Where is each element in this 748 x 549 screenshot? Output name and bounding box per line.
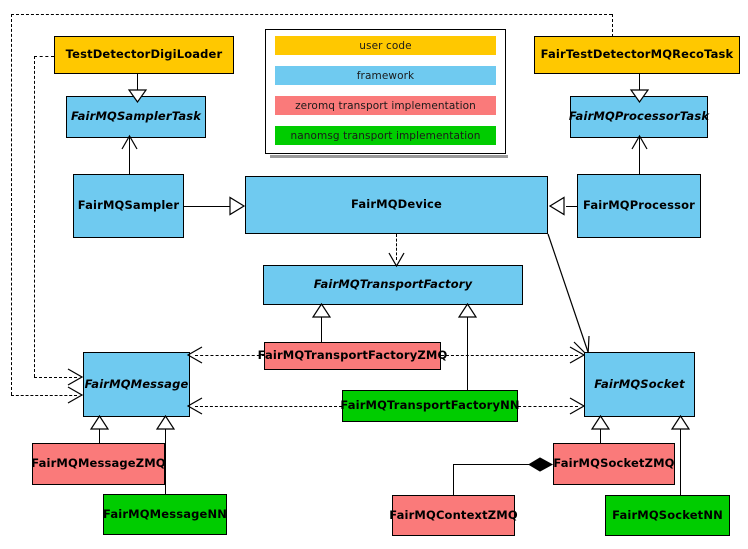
class-node-label: FairMQProcessor [583, 198, 695, 213]
class-node-label: FairMQTransportFactory [313, 277, 473, 292]
arrowhead-dependency-socket-nn [569, 397, 586, 415]
edge-tfzmq-message-line [195, 355, 265, 356]
class-node-label: FairMQMessageZMQ [31, 456, 166, 471]
edge-device-socket-line [547, 233, 590, 358]
class-node-fairmq-message-zmq[interactable]: FairMQMessageZMQ [31, 443, 166, 485]
class-node-label: FairMQMessageNN [103, 506, 227, 521]
arrowhead-dependency-transportfactory [388, 252, 405, 268]
arrowhead-generalization-socket-nn [670, 414, 691, 430]
arrowhead-generalization-message-nn [155, 414, 176, 430]
legend-label-zeromq: zeromq transport implementation [295, 99, 476, 112]
class-node-fairmq-processor-task[interactable]: FairMQProcessorTask [568, 96, 710, 138]
class-node-label: FairMQMessage [84, 376, 189, 391]
class-node-test-detector-digi-loader[interactable]: TestDetectorDigiLoader [54, 36, 234, 74]
edge-messagenn-message-line [165, 417, 166, 494]
arrowhead-generalization-message-zmq [89, 414, 110, 430]
edge-recotask-message-top [11, 14, 612, 15]
legend-shadow [270, 155, 508, 158]
edge-messagezmq-message-line [99, 417, 100, 443]
legend-label-user-code: user code [359, 39, 412, 52]
edge-device-transportfactory-line [396, 234, 397, 260]
edge-processor-processortask-line [639, 138, 640, 174]
class-node-label: FairMQSocket [594, 376, 685, 391]
class-node-label: FairMQProcessorTask [568, 109, 710, 124]
class-node-fairmq-sampler-task[interactable]: FairMQSamplerTask [66, 96, 206, 138]
class-node-label: FairMQSocketNN [612, 507, 723, 522]
class-node-fairmq-context-zmq[interactable]: FairMQContextZMQ [389, 495, 518, 536]
class-node-fairmq-transport-factory[interactable]: FairMQTransportFactory [263, 265, 523, 305]
edge-tfnn-message-line [195, 406, 342, 407]
class-node-label: FairMQSamplerTask [70, 109, 202, 124]
edge-digiloader-message-in [34, 377, 77, 378]
edge-recotask-message-in [11, 395, 77, 396]
class-node-fairmq-socket[interactable]: FairMQSocket [584, 352, 695, 417]
arrowhead-generalization-processortask [629, 89, 650, 104]
arrowhead-dependency-message-nn [186, 397, 203, 415]
arrowhead-generalization-tf-left [311, 302, 332, 318]
class-node-fairmq-message-nn[interactable]: FairMQMessageNN [103, 494, 227, 535]
arrowhead-dependency-message-upper [67, 368, 84, 386]
class-node-fairmq-processor[interactable]: FairMQProcessor [577, 174, 701, 238]
class-node-label: FairTestDetectorMQRecoTask [540, 47, 734, 62]
class-node-label: FairMQSocketZMQ [553, 456, 675, 471]
arrowhead-generalization-samplertask [127, 89, 148, 104]
class-node-label: FairMQTransportFactoryZMQ [257, 348, 448, 363]
legend-item-zeromq: zeromq transport implementation [275, 96, 496, 115]
edge-digiloader-samplertask-line [137, 74, 138, 94]
edge-tfzmq-tf-line [321, 305, 322, 343]
legend-item-nanomsg: nanomsg transport implementation [275, 126, 496, 145]
class-node-label: FairMQContextZMQ [389, 507, 518, 522]
edge-recotask-processortask-line [639, 74, 640, 94]
class-node-fair-test-detector-mq-reco-task[interactable]: FairTestDetectorMQRecoTask [534, 36, 740, 74]
legend-label-framework: framework [356, 69, 415, 82]
edge-tfnn-socket-line [518, 406, 578, 407]
legend-item-framework: framework [275, 66, 496, 85]
arrowhead-generalization-socket-zmq [590, 414, 611, 430]
edge-sampler-samplertask-line [129, 138, 130, 174]
class-node-label: TestDetectorDigiLoader [65, 47, 223, 62]
edge-tfnn-tf-line [467, 305, 468, 390]
edge-digiloader-message-left [34, 56, 35, 377]
class-node-label: FairMQSampler [77, 198, 180, 213]
edge-socketzmq-socket-line [600, 417, 601, 443]
class-node-fairmq-sampler[interactable]: FairMQSampler [73, 174, 184, 238]
edge-sampler-device-line [184, 206, 230, 207]
arrowhead-generalization-tf-right [457, 302, 478, 318]
edge-digiloader-message-top [34, 56, 54, 57]
arrowhead-dependency-socket-zmq [569, 346, 586, 364]
arrowhead-association-samplertask [121, 134, 138, 150]
arrowhead-generalization-device-right [548, 196, 565, 216]
legend-panel: user code framework zeromq transport imp… [265, 29, 506, 154]
arrowhead-dependency-message-lower [67, 386, 84, 404]
edge-contextzmq-socketzmq-horz [453, 464, 535, 465]
legend-item-user-code: user code [275, 36, 496, 55]
class-node-label: FairMQTransportFactoryNN [340, 398, 520, 413]
arrowhead-dependency-message-zmq [186, 346, 203, 364]
class-node-fairmq-transport-factory-zmq[interactable]: FairMQTransportFactoryZMQ [258, 342, 447, 370]
edge-recotask-message-left [11, 14, 12, 395]
edge-tfzmq-socket-line [441, 355, 578, 356]
class-node-fairmq-device[interactable]: FairMQDevice [245, 176, 548, 234]
arrowhead-association-processortask [631, 134, 648, 150]
edge-socketnn-socket-line [680, 417, 681, 495]
arrowhead-generalization-device-left [229, 196, 246, 216]
class-node-fairmq-socket-nn[interactable]: FairMQSocketNN [605, 495, 730, 536]
edge-recotask-message-stub [612, 14, 613, 37]
class-node-fairmq-transport-factory-nn[interactable]: FairMQTransportFactoryNN [340, 390, 520, 422]
class-node-fairmq-message[interactable]: FairMQMessage [83, 352, 190, 417]
legend-label-nanomsg: nanomsg transport implementation [290, 129, 481, 142]
diamond-composition-socketzmq [528, 457, 554, 472]
class-node-label: FairMQDevice [351, 197, 442, 212]
edge-contextzmq-socketzmq-vert [453, 464, 454, 495]
class-node-fairmq-socket-zmq[interactable]: FairMQSocketZMQ [553, 443, 675, 485]
